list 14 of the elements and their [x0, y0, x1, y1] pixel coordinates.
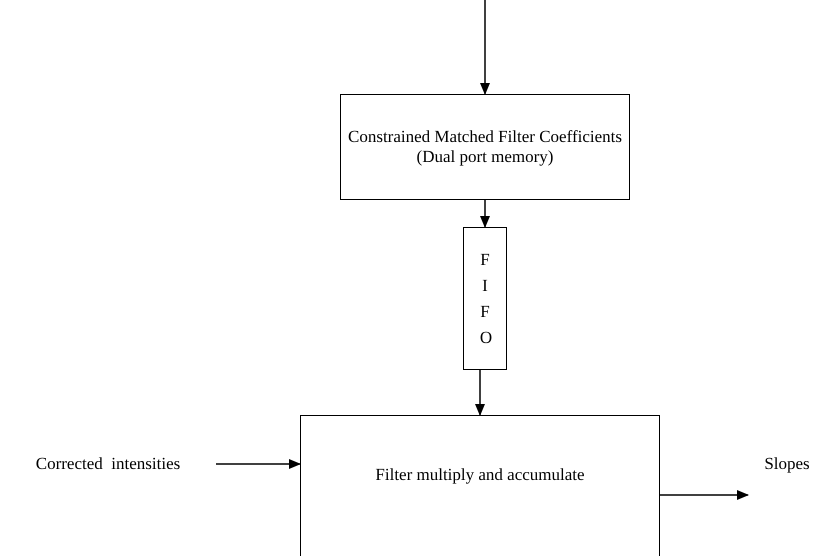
signal-label: Corrected intensities [36, 454, 180, 474]
arrow [480, 0, 490, 95]
memory-box [340, 94, 630, 200]
arrow [475, 370, 485, 416]
box-text: FIFO [480, 248, 490, 348]
box-text: (Dual port memory) [416, 147, 554, 168]
arrow [660, 490, 749, 500]
box-text: Filter multiply and accumulate [375, 464, 585, 486]
arrow [216, 459, 301, 469]
fifo-box [463, 227, 507, 370]
arrow [480, 200, 490, 228]
process-box [300, 415, 660, 556]
box-text: Constrained Matched Filter Coefficients [348, 126, 622, 147]
signal-label: Slopes [764, 454, 810, 474]
